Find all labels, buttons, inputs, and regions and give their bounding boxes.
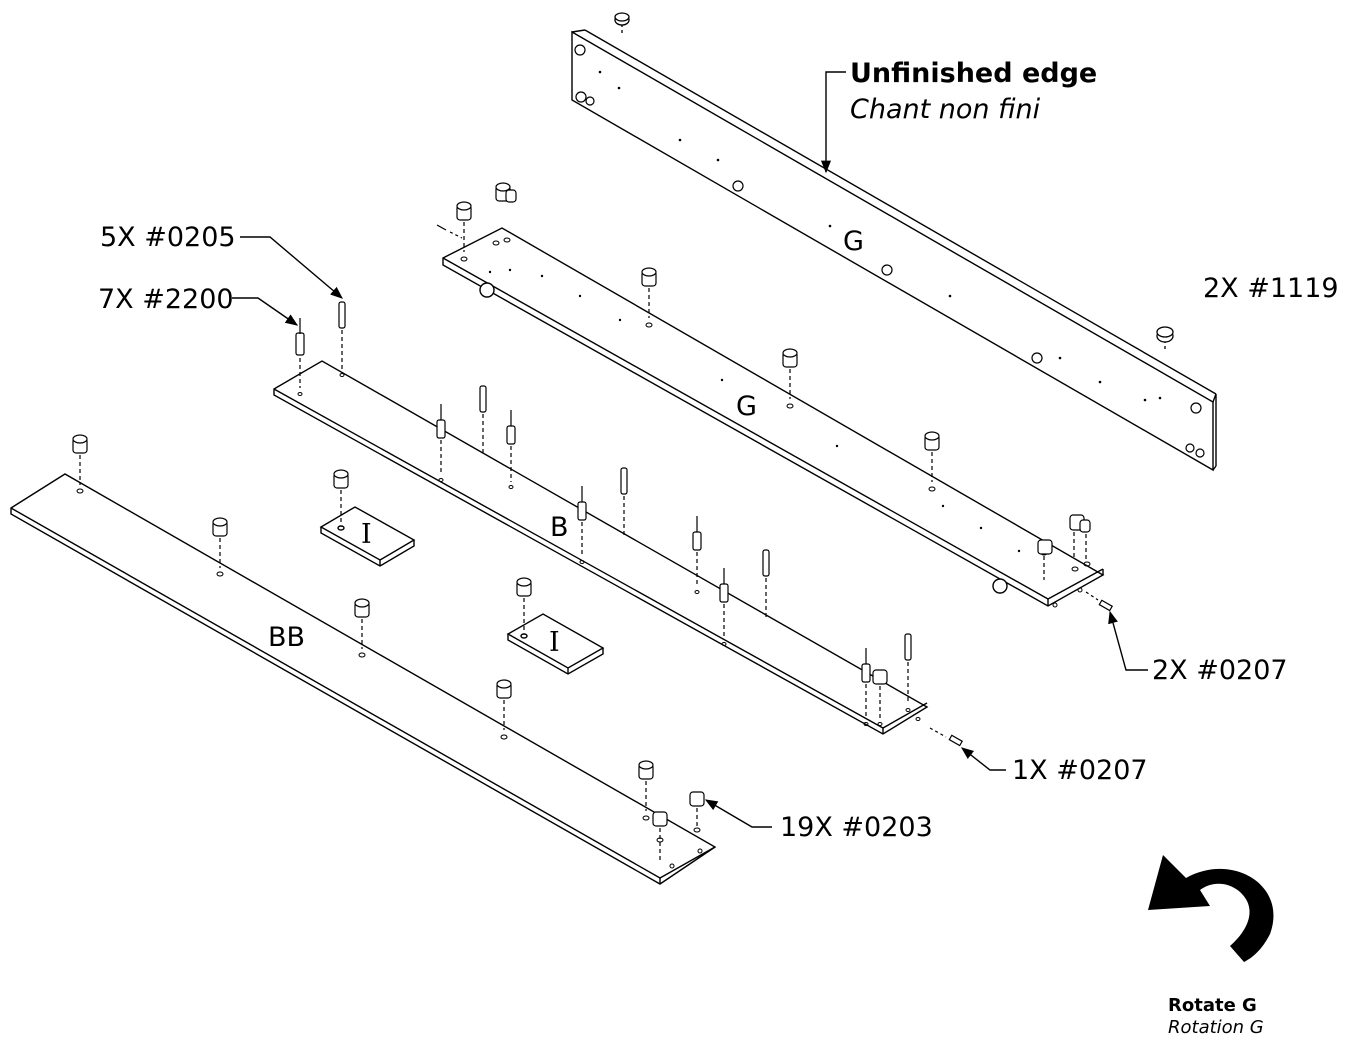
rotate-arrow-icon <box>1148 855 1274 962</box>
c2200-leader <box>232 297 299 326</box>
knob-1119-top <box>614 12 630 36</box>
panel-g-lower-pilot-holes <box>488 268 1021 553</box>
wood-dowels-2200-and-screws-0205 <box>295 301 964 747</box>
callout-0207-g: 2X #0207 <box>1152 655 1288 686</box>
panel-bb-holes <box>76 488 703 869</box>
panel-b-holes <box>297 373 921 726</box>
panel-g-lower-holes <box>460 237 1091 608</box>
panel-i-right-cam <box>516 577 532 630</box>
part-label-b: B <box>550 512 569 543</box>
panel-g-upper-pilot-holes <box>598 70 1162 402</box>
panel-g-upper-holes <box>574 44 1205 458</box>
callout-0207-b: 1X #0207 <box>1012 755 1148 786</box>
unfinished-edge-title: Unfinished edge <box>850 58 1098 89</box>
part-label-g-lower: G <box>736 391 757 422</box>
panel-g-upper <box>571 29 1217 472</box>
callout-1119: 2X #1119 <box>1203 273 1339 304</box>
panel-b <box>273 360 929 735</box>
panel-i-right <box>506 613 605 675</box>
part-label-i-right: I <box>549 627 560 658</box>
unfinished-edge-subtitle: Chant non fini <box>850 94 1041 125</box>
panel-i-left-cam <box>333 469 349 522</box>
knob-1119-right <box>1156 326 1174 352</box>
b-0207-leader <box>961 747 1006 771</box>
c0205-leader <box>240 236 343 299</box>
cam-locks-on-g <box>456 182 1091 580</box>
rotate-subtitle: Rotation G <box>1168 1017 1264 1038</box>
callout-0205: 5X #0205 <box>100 222 236 253</box>
part-label-g-upper: G <box>843 226 864 257</box>
callout-2200: 7X #2200 <box>98 284 234 315</box>
cam-locks-on-bb <box>72 434 705 860</box>
dowel-0207-g <box>436 224 1114 612</box>
panel-i-left <box>319 506 416 567</box>
part-label-i-left: I <box>361 519 372 550</box>
part-label-bb: BB <box>268 622 306 653</box>
panel-g-lower <box>442 227 1105 607</box>
c0203-leader <box>704 799 772 828</box>
panel-bb <box>10 473 717 885</box>
g-0207-leader <box>1108 610 1148 671</box>
rotate-title: Rotate G <box>1168 995 1257 1016</box>
unfinished-edge-leader <box>820 71 846 174</box>
callout-0203: 19X #0203 <box>780 812 933 843</box>
